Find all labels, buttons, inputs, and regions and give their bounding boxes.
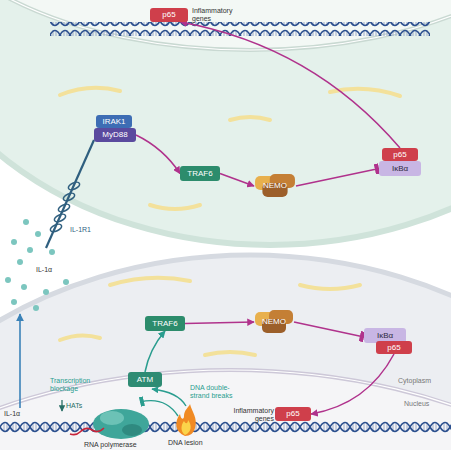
secretion-arrow (19, 314, 21, 408)
protein-box: p65 (376, 341, 412, 354)
gene-label: Inflammatory genes (192, 7, 242, 23)
part-label: DNA lesion (168, 439, 218, 447)
node-text: NEMO (262, 318, 286, 326)
pathway-arrow (311, 354, 394, 414)
nuclear-envelope (0, 0, 451, 50)
nuclear-envelope-inner (0, 370, 451, 450)
pathway-arrow (185, 322, 254, 324)
node-text: p65 (162, 11, 175, 19)
cytokine-dots (5, 219, 69, 311)
node-text: p65 (286, 410, 299, 418)
factor-label: HATs (66, 402, 96, 410)
er-membrane (60, 278, 360, 355)
dna-helix (50, 22, 430, 36)
pathway-arrow (220, 174, 254, 187)
node-text: IRAK1 (102, 118, 125, 126)
nuclear-envelope-inner (0, 0, 451, 50)
leader-arrow (152, 389, 186, 406)
dna-helix (0, 421, 451, 435)
rna-polymerase-symbol (70, 409, 149, 439)
node-text: ATM (137, 376, 153, 384)
compartment-label: Cytoplasm (398, 377, 450, 385)
node-text: NEMO (263, 182, 287, 190)
nuclear-envelope (0, 370, 451, 450)
node-text: IκBα (377, 332, 393, 340)
protein-box: p65 (150, 8, 188, 22)
cell-membrane (0, 0, 451, 245)
protein-box: MyD88 (94, 128, 136, 142)
protein-box: IκBα (379, 161, 421, 176)
lesion-flame (176, 404, 196, 436)
node-text: TRAF6 (187, 170, 212, 178)
node-text: p65 (387, 344, 400, 352)
pathway-arrow (180, 22, 400, 148)
node-text: MyD88 (102, 131, 127, 139)
receptor-label: IL-1R1 (70, 226, 104, 234)
inhibition-line (140, 401, 178, 416)
gene-label: Inflammatory genes (224, 407, 274, 423)
lesion-flame-core (182, 420, 191, 435)
node-text: IκBα (392, 165, 408, 173)
pathway-arrow (136, 135, 180, 174)
protein-box: ATM (128, 372, 162, 387)
protein-box: p65 (275, 407, 311, 421)
cytokine-label: IL-1α (36, 266, 66, 274)
decrease-arrow (61, 400, 62, 411)
protein-complex: NEMO (254, 174, 296, 198)
pathway-arrow (296, 169, 379, 187)
pathway-arrow (294, 322, 364, 337)
protein-complex: NEMO (254, 310, 294, 334)
process-label: DNA double-strand breaks (190, 384, 246, 400)
node-text: p65 (393, 151, 406, 159)
protein-box: TRAF6 (145, 316, 185, 331)
er-membrane (60, 88, 400, 209)
cytokine-label: IL-1α (4, 410, 34, 418)
protein-box: IRAK1 (96, 115, 132, 128)
pathway-arrow (145, 331, 165, 372)
protein-box: TRAF6 (180, 166, 220, 181)
part-label: RNA polymerase (84, 441, 154, 449)
node-text: TRAF6 (152, 320, 177, 328)
protein-box: p65 (382, 148, 418, 161)
process-label: Transcription blockage (50, 377, 104, 393)
compartment-label: Nucleus (404, 400, 449, 408)
